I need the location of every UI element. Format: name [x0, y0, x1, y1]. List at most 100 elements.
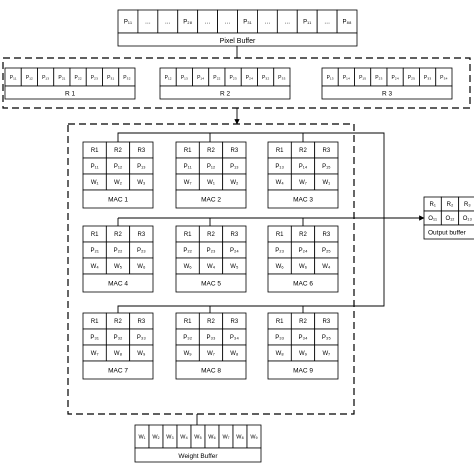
mac-cell: R1	[276, 148, 284, 154]
mac-cell: W₆	[299, 264, 308, 270]
output-bus-loop	[117, 132, 385, 313]
mac-cell: W₈	[230, 351, 239, 357]
mac-cell: R1	[91, 232, 99, 238]
register-cell: P₁₂	[165, 75, 172, 81]
mac-cell: W₂	[230, 180, 239, 186]
register-cell: P₃₄	[440, 75, 447, 81]
register-cell: P₂₅	[408, 75, 415, 81]
weight-buffer-label-box	[134, 447, 262, 463]
mac-cell: P₃₃	[207, 335, 216, 341]
mac-cell: P₁₃	[137, 164, 146, 170]
mac-label: MAC 9	[293, 367, 313, 374]
output-cell: O₁₃	[463, 216, 473, 222]
mac-cell: R3	[322, 232, 330, 238]
mac-label-box	[82, 360, 154, 380]
register-cell: P₁₄	[343, 75, 350, 81]
mac-label: MAC 7	[108, 367, 128, 374]
register-cell: P₂₃	[375, 75, 382, 81]
pixel-buffer-cell: …	[165, 20, 171, 26]
mac-cell: P₃₄	[299, 335, 308, 341]
mac-cell: W₆	[184, 264, 193, 270]
output-buffer-label: Output buffer	[428, 230, 467, 237]
mac-cell: P₃₃	[275, 335, 284, 341]
mac-label-box	[175, 189, 247, 209]
mac-label: MAC 5	[201, 280, 221, 287]
mac-cell: P₃₃	[137, 335, 146, 341]
weight-cell: W₁	[138, 434, 145, 440]
mac-cell: P₁₂	[114, 164, 123, 170]
mac-cell: W₁	[91, 180, 99, 186]
mac-cell: R3	[137, 319, 145, 325]
register-cell: P₁₃	[181, 75, 188, 81]
mac-cell: P₂₂	[183, 248, 192, 254]
mac-cell: P₂₅	[322, 248, 331, 254]
mac-cell: W₆	[276, 264, 285, 270]
pixel-buffer-cell: P₁₁	[303, 20, 311, 26]
mac-cell: P₃₂	[183, 335, 192, 341]
register-cell: P₁₄	[197, 75, 204, 81]
mac-cell: W₄	[207, 264, 216, 270]
register-cell: P₁₁	[10, 75, 17, 81]
register-bank-label-box	[159, 85, 291, 100]
mac-cell: R3	[230, 148, 238, 154]
mac-cell: W₄	[91, 264, 100, 270]
mac-cell: W₄	[322, 264, 331, 270]
mac-cell: P₁₃	[275, 164, 284, 170]
mac-cell: W₂	[114, 180, 123, 186]
register-bank-label: R 3	[382, 91, 393, 98]
mac-label: MAC 3	[293, 196, 313, 203]
register-bank-label: R 2	[220, 91, 231, 98]
mac-cell: R2	[114, 148, 122, 154]
weight-buffer-label: Weight Buffer	[178, 453, 218, 460]
output-cell: R₃	[464, 202, 471, 208]
mac-cell: W₆	[137, 264, 146, 270]
register-cell: P₂₂	[213, 75, 220, 81]
output-routing	[117, 132, 425, 313]
register-cell: P₂₃	[229, 75, 236, 81]
mac-cell: W₁	[207, 180, 215, 186]
mac-label: MAC 4	[108, 280, 128, 287]
mac-cell: W₁	[322, 180, 330, 186]
mac-cell: W₉	[184, 351, 193, 357]
mac-cell: R3	[322, 319, 330, 325]
weight-cell: W₂	[152, 434, 159, 440]
register-cell: P₁₅	[359, 75, 366, 81]
register-cell: P₂₂	[75, 75, 82, 81]
mac-cell: P₁₁	[91, 164, 99, 170]
mac-cell: P₂₃	[137, 248, 146, 254]
pixel-buffer-cell: …	[225, 20, 231, 26]
weight-cell: W₄	[180, 434, 188, 440]
pixel-buffer-cell: P₈₈	[343, 20, 352, 26]
mac-cell: R1	[184, 232, 192, 238]
mac-cell: R3	[230, 319, 238, 325]
mac-cell: P₂₂	[114, 248, 123, 254]
weight-cell: W₉	[250, 434, 257, 440]
mac-cell: R2	[207, 232, 215, 238]
register-cell: P₂₄	[246, 75, 253, 81]
mac-label-box	[175, 360, 247, 380]
register-cell: P₂₁	[58, 75, 65, 81]
mac-cell: R1	[184, 319, 192, 325]
mac-cell: R3	[137, 232, 145, 238]
pixel-buffer-label: Pixel Buffer	[220, 38, 256, 45]
pixel-buffer-label-box	[117, 32, 358, 47]
mac-cell: W₇	[184, 180, 192, 186]
mac-cell: P₁₁	[184, 164, 192, 170]
mac-cell: R2	[114, 232, 122, 238]
register-cell: P₃₁	[107, 75, 114, 81]
mac-cell: W₇	[299, 180, 307, 186]
mac-label: MAC 1	[108, 196, 128, 203]
mac-label-box	[267, 360, 339, 380]
register-cell: P₂₄	[391, 75, 398, 81]
pixel-buffer-cell: …	[264, 20, 270, 26]
output-cell: R₁	[429, 202, 435, 208]
mac-cell: R3	[322, 148, 330, 154]
